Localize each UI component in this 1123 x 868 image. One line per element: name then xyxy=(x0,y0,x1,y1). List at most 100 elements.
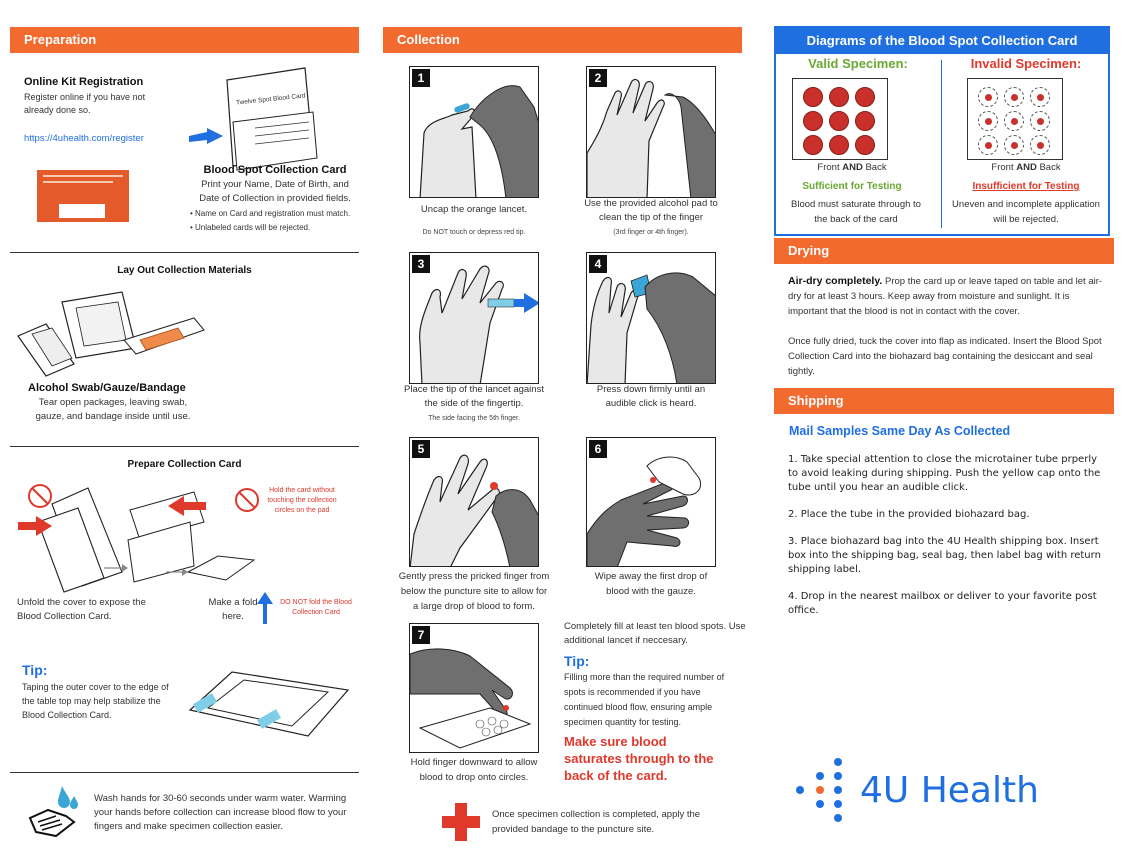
divider xyxy=(10,252,359,253)
taped-card-illustration xyxy=(188,671,350,737)
blood-spot xyxy=(1004,135,1024,155)
step-7-caption: Hold finger downward to allow blood to d… xyxy=(410,757,538,783)
diagram-title: Diagrams of the Blood Spot Collection Ca… xyxy=(776,28,1108,54)
step-2-frame: 2 xyxy=(586,66,716,198)
wash-hands-icon xyxy=(28,786,78,838)
step-1-caption: Uncap the orange lancet. xyxy=(420,204,528,215)
blood-spot xyxy=(803,111,823,131)
blood-spot xyxy=(803,135,823,155)
step-4-frame: 4 xyxy=(586,252,716,384)
hold-card-note: Hold the card without touching the colle… xyxy=(267,487,337,514)
step-2-note: (3rd finger or 4th finger). xyxy=(613,229,689,236)
valid-desc: Blood must saturate through to the back … xyxy=(791,199,921,225)
step-number: 3 xyxy=(412,255,430,273)
prepare-card-illustration xyxy=(18,484,256,593)
collection-tip-body: Filling more than the required number of… xyxy=(564,672,725,727)
step-number: 7 xyxy=(412,626,430,644)
step-number: 2 xyxy=(589,69,607,87)
supplies-caption-body: Tear open packages, leaving swab, gauze,… xyxy=(35,397,191,422)
blood-spot xyxy=(1030,135,1050,155)
blood-spot xyxy=(1030,87,1050,107)
register-link[interactable]: https://4uhealth.com/register xyxy=(24,133,144,144)
step-7-frame: 7 xyxy=(409,623,539,753)
valid-card xyxy=(792,78,888,160)
unfold-caption: Unfold the cover to expose the Blood Col… xyxy=(17,597,146,622)
step-3-caption: Place the tip of the lancet against the … xyxy=(404,384,544,409)
blood-spot xyxy=(803,87,823,107)
step-4-caption: Press down firmly until an audible click… xyxy=(596,384,706,409)
step-3-frame: 3 xyxy=(409,252,539,384)
step-3-note: The side facing the 5th finger. xyxy=(428,415,520,422)
bandage-note: Once specimen collection is completed, a… xyxy=(492,809,701,835)
step-number: 6 xyxy=(589,440,607,458)
blood-spot xyxy=(978,87,998,107)
valid-title: Valid Specimen: xyxy=(808,56,908,71)
invalid-card xyxy=(967,78,1063,160)
invalid-status: Insufficient for Testing xyxy=(972,181,1080,192)
step-number: 4 xyxy=(589,255,607,273)
tip-title: Tip: xyxy=(22,662,48,678)
collection-header: Collection xyxy=(383,27,742,53)
saturate-warning: Make sure blood saturates through to the… xyxy=(564,734,714,783)
valid-front-back: Front AND Back xyxy=(817,162,887,173)
blood-spot xyxy=(855,87,875,107)
preparation-header: Preparation xyxy=(10,27,359,53)
shipping-item-2: 2. Place the tube in the provided biohaz… xyxy=(788,509,1030,520)
blood-spot xyxy=(1004,111,1024,131)
divider xyxy=(10,446,359,447)
diagram-box xyxy=(774,26,1110,236)
blood-card-title: Blood Spot Collection Card xyxy=(203,164,347,176)
collection-tip-title: Tip: xyxy=(564,653,590,669)
step-1-frame: 1 xyxy=(409,66,539,198)
blood-spot xyxy=(978,111,998,131)
blood-card-illustration xyxy=(189,67,318,171)
blood-card-bullet-2: • Unlabeled cards will be rejected. xyxy=(190,223,311,232)
blood-spot xyxy=(829,87,849,107)
drying-p2: Once fully dried, tuck the cover into fl… xyxy=(788,336,1102,377)
diagram-divider xyxy=(941,60,942,228)
drying-header: Drying xyxy=(774,238,1114,264)
blood-spot xyxy=(855,111,875,131)
step-5-frame: 5 xyxy=(409,437,539,567)
blood-spot xyxy=(1004,87,1024,107)
invalid-desc: Uneven and incomplete application will b… xyxy=(952,199,1100,225)
blood-spot xyxy=(829,111,849,131)
logo-text: 4U Health xyxy=(860,770,1039,811)
donot-fold-note: DO NOT fold the Blood Collection Card xyxy=(280,599,352,616)
step-6-caption: Wipe away the first drop of blood with t… xyxy=(594,571,708,597)
online-registration-body: Register online if you have not already … xyxy=(24,92,146,115)
invalid-front-back: Front AND Back xyxy=(991,162,1061,173)
layout-title: Lay Out Collection Materials xyxy=(117,265,252,276)
fold-caption: Make a fold here. xyxy=(208,597,258,622)
fill-note: Completely fill at least ten blood spots… xyxy=(564,621,746,646)
step-1-note: Do NOT touch or depress red tip. xyxy=(422,229,526,236)
shipping-header: Shipping xyxy=(774,388,1114,414)
blood-spot xyxy=(855,135,875,155)
drying-p1: Air-dry completely. Prop the card up or … xyxy=(788,275,1103,317)
shipping-item-1: 1. Take special attention to close the m… xyxy=(788,454,1101,493)
step-number: 5 xyxy=(412,440,430,458)
first-aid-cross-icon xyxy=(442,803,480,841)
blood-spot xyxy=(829,135,849,155)
prepare-card-title: Prepare Collection Card xyxy=(127,459,242,470)
invalid-title: Invalid Specimen: xyxy=(970,56,1082,71)
step-6-frame: 6 xyxy=(586,437,716,567)
wash-hands-text: Wash hands for 30-60 seconds under warm … xyxy=(94,793,347,832)
step-2-caption: Use the provided alcohol pad to clean th… xyxy=(584,198,718,223)
step-5-caption: Gently press the pricked finger from bel… xyxy=(398,571,550,612)
supplies-caption-title: Alcohol Swab/Gauze/Bandage xyxy=(28,382,186,394)
step-number: 1 xyxy=(412,69,430,87)
blood-card-bullet-1: • Name on Card and registration must mat… xyxy=(190,209,351,218)
blood-spot xyxy=(1030,111,1050,131)
up-arrow-icon xyxy=(257,592,273,624)
shipping-item-3: 3. Place biohazard bag into the 4U Healt… xyxy=(788,536,1101,575)
no-touch-icon xyxy=(235,488,259,512)
tip-body: Taping the outer cover to the edge of th… xyxy=(22,682,169,720)
online-registration-title: Online Kit Registration xyxy=(24,76,144,88)
logo-dots-icon xyxy=(796,758,842,822)
blood-card-body: Print your Name, Date of Birth, and Date… xyxy=(199,179,351,204)
registration-card-image xyxy=(37,170,129,222)
valid-status: Sufficient for Testing xyxy=(802,181,902,192)
shipping-item-4: 4. Drop in the nearest mailbox or delive… xyxy=(788,591,1097,616)
divider xyxy=(10,772,359,773)
